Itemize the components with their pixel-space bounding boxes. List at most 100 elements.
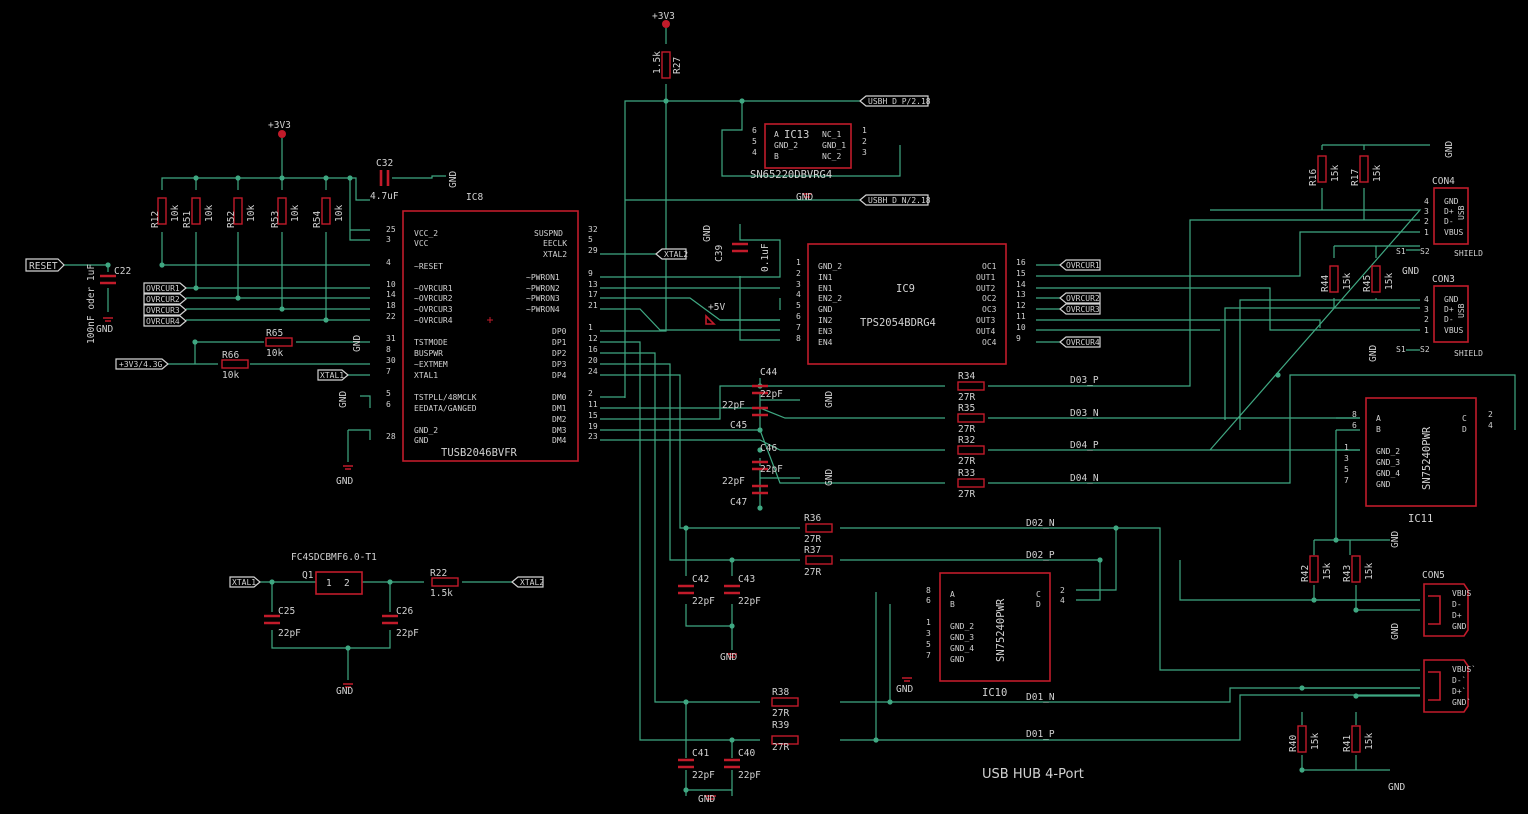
svg-text:10k: 10k <box>334 205 345 222</box>
svg-text:R35: R35 <box>958 403 975 414</box>
svg-text:D01_N: D01_N <box>1026 692 1055 703</box>
net-label-xtal1-osc[interactable]: XTAL1 <box>229 576 261 588</box>
svg-text:21: 21 <box>588 301 598 310</box>
svg-text:15k: 15k <box>1372 165 1383 182</box>
svg-text:VBUS: VBUS <box>1452 589 1471 598</box>
connector-con5[interactable]: CON5 VBUS D- D+ GND <box>1422 570 1471 637</box>
q1-oscillator[interactable]: 1 2 FC4SDCBMF6.0-T1 Q1 <box>291 552 377 595</box>
svg-text:27R: 27R <box>958 424 975 435</box>
svg-text:OC2: OC2 <box>982 294 997 303</box>
svg-text:GND: GND <box>896 684 913 695</box>
svg-text:R51: R51 <box>182 211 193 228</box>
svg-text:GND: GND <box>950 655 965 664</box>
svg-text:2: 2 <box>1424 217 1429 226</box>
net-label-xtal1-ic8[interactable]: XTAL1 <box>317 369 349 381</box>
svg-text:XTAL1: XTAL1 <box>414 371 438 380</box>
svg-text:R22: R22 <box>430 568 447 579</box>
connector-con4[interactable]: CON4 GND D+ D- VBUS 4 3 2 1 USB SHIELD S… <box>1396 176 1483 258</box>
net-label-3v3-43g[interactable]: +3V3/4.3G <box>115 358 169 370</box>
svg-text:GND: GND <box>1444 295 1459 304</box>
svg-text:A: A <box>774 130 779 139</box>
svg-text:D-`: D-` <box>1452 675 1466 685</box>
net-label-ovrcur-group[interactable]: OVRCUR1 OVRCUR2 OVRCUR3 OVRCUR4 <box>143 282 187 327</box>
svg-text:1: 1 <box>1424 228 1429 237</box>
svg-text:D+: D+ <box>1444 305 1454 314</box>
connector-con3[interactable]: CON3 GND D+ D- VBUS 4 3 2 1 USB SHIELD S… <box>1396 274 1483 358</box>
ic8-right-pin-numbers: 32 5 29 9 13 17 21 1 12 16 20 24 2 11 15… <box>588 225 598 441</box>
svg-text:BUSPWR: BUSPWR <box>414 349 443 358</box>
ic13-sn65220[interactable]: IC13 SN65220DBVRG4 A GND_2 B 6 5 4 NC_1 … <box>750 123 867 181</box>
ic10-sn75240[interactable]: IC10 SN75240PWR A B GND_2 GND_3 GND_4 GN… <box>926 572 1065 699</box>
net-label-xtal2-ic8[interactable]: XTAL2 <box>655 248 688 260</box>
svg-text:32: 32 <box>588 225 598 234</box>
ic9-tps2054[interactable]: IC9 TPS2054BDRG4 GND_2 IN1 EN1 EN2_2 GND… <box>796 243 1026 365</box>
net-label-xtal2-osc[interactable]: XTAL2 <box>511 576 544 588</box>
svg-text:4.7uF: 4.7uF <box>370 191 399 202</box>
svg-text:GND: GND <box>1388 782 1405 793</box>
svg-text:Q1: Q1 <box>302 570 314 581</box>
net-label-usbh-dn[interactable]: USBH_D_N/2.18 <box>859 194 931 206</box>
svg-text:R45: R45 <box>1362 275 1373 292</box>
svg-text:D03_N: D03_N <box>1070 408 1099 419</box>
svg-text:C44: C44 <box>760 367 777 378</box>
svg-text:3: 3 <box>796 280 801 289</box>
svg-text:NC_2: NC_2 <box>822 152 841 161</box>
resistor-r35[interactable]: R35 27R <box>957 403 985 435</box>
svg-text:22pF: 22pF <box>722 400 745 411</box>
ic8-tusb2046[interactable]: IC8 TUSB2046BVFR VCC_2 VCC ~RESET ~OVRCU… <box>386 192 598 462</box>
svg-text:S2: S2 <box>1420 345 1430 354</box>
ic11-sn75240[interactable]: IC11 SN75240PWR A B GND_2 GND_3 GND_4 GN… <box>1344 397 1493 525</box>
svg-text:R37: R37 <box>804 545 821 556</box>
net-label-ovrcur-ic9[interactable]: OVRCUR1 OVRCUR2 OVRCUR3 OVRCUR4 <box>1059 259 1101 348</box>
svg-text:D-: D- <box>1452 600 1462 609</box>
svg-text:5: 5 <box>386 389 391 398</box>
svg-text:100nF oder 1uF: 100nF oder 1uF <box>86 264 97 344</box>
svg-text:IC10: IC10 <box>982 687 1007 699</box>
svg-text:4: 4 <box>752 148 757 157</box>
net-label-reset[interactable]: RESET <box>25 258 65 272</box>
gnd-symbols: GND GND GND GND GND GND GND GND GND GND … <box>96 141 1455 805</box>
svg-text:C46: C46 <box>760 443 777 454</box>
net-label-usbh-dp[interactable]: USBH_D_P/2.18 <box>859 95 931 107</box>
connector-con6[interactable]: VBUS` D-` D+` GND` <box>1423 659 1476 713</box>
svg-text:GND: GND <box>1376 480 1391 489</box>
